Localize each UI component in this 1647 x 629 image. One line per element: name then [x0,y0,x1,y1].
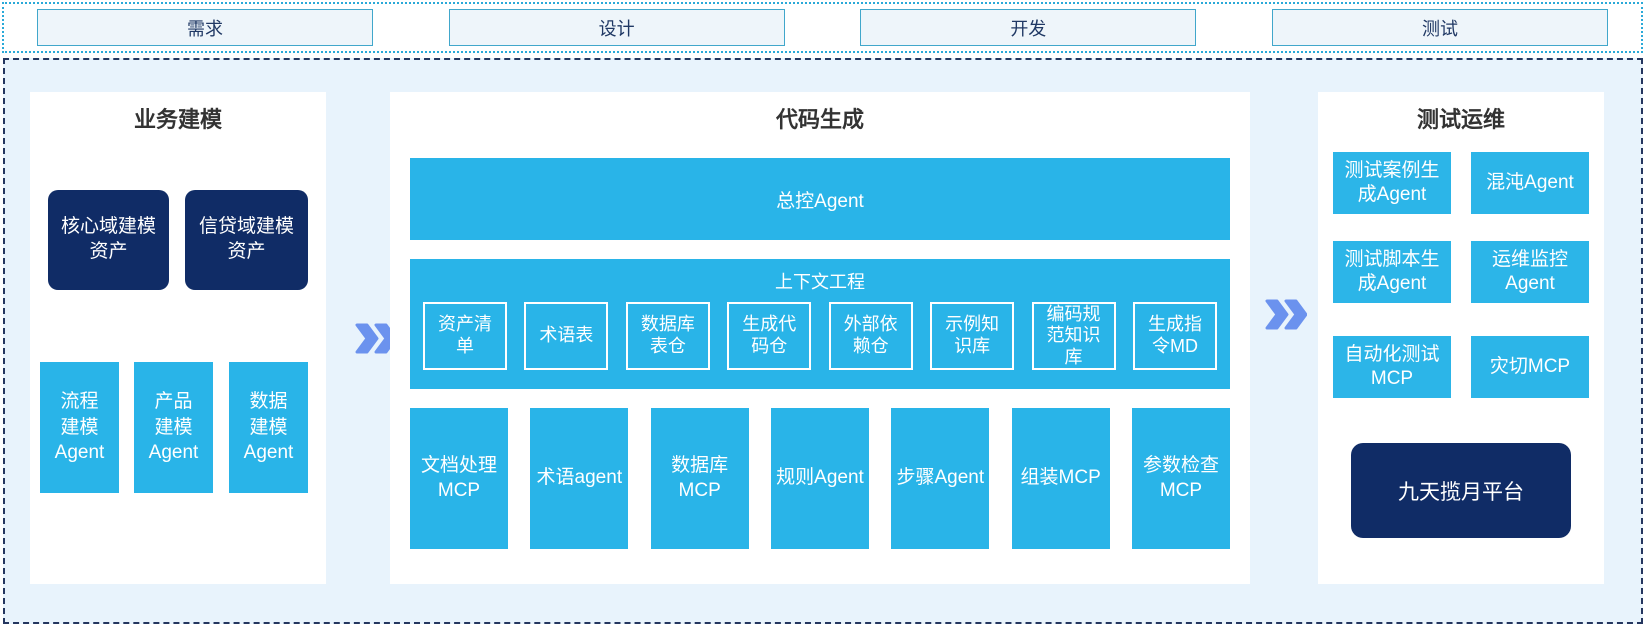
phase-box-design: 设计 [448,9,785,46]
node-asset-inventory: 资产清 单 [423,302,507,370]
node-disaster-switch-mcp: 灾切MCP [1471,336,1589,398]
double-chevron-right-icon [1265,299,1307,330]
panel-title-test-operations: 测试运维 [1416,107,1505,132]
node-master-control-agent: 总控Agent [410,158,1230,240]
panel-code-generation: 代码生成 总控Agent 上下文工程 资产清 单 术语表 数据库 表仓 生成代 … [390,92,1250,584]
node-generated-code-repo: 生成代 码仓 [727,302,812,370]
context-engineering-block: 上下文工程 资产清 单 术语表 数据库 表仓 生成代 码仓 外部依 赖仓 示例知… [410,259,1230,389]
node-data-modeling-agent: 数据 建模 Agent [229,362,308,493]
node-process-modeling-agent: 流程 建模 Agent [40,362,119,493]
node-database-mcp: 数据库 MCP [650,408,749,549]
node-test-script-generation-agent: 测试脚本生 成Agent [1333,241,1451,303]
node-document-processing-mcp: 文档处理 MCP [410,408,508,549]
node-coding-standard-knowledge-base: 编码规 范知识 库 [1031,302,1116,370]
panel-title-business-modeling: 业务建模 [133,107,222,132]
node-parameter-check-mcp: 参数检查 MCP [1131,408,1230,549]
node-database-table-repo: 数据库 表仓 [625,302,710,370]
phase-strip: 需求 设计 开发 测试 [2,2,1643,53]
panel-title-code-generation: 代码生成 [775,107,864,132]
node-product-modeling-agent: 产品 建模 Agent [134,362,213,493]
codegen-tools-row: 文档处理 MCP 术语agent 数据库 MCP 规则Agent 步骤Agent… [410,408,1230,549]
node-external-dependency-repo: 外部依 赖仓 [828,302,913,370]
node-credit-domain-modeling-assets: 信贷域建模 资产 [185,190,308,290]
node-chaos-agent: 混沌Agent [1471,152,1589,214]
node-automated-testing-mcp: 自动化测试 MCP [1333,336,1451,398]
node-jiutian-lanyue-platform: 九天揽月平台 [1351,443,1571,538]
node-assembly-mcp: 组装MCP [1011,408,1110,549]
node-generation-instruction-md: 生成指 令MD [1132,302,1217,370]
node-steps-agent: 步骤Agent [891,408,990,549]
panel-business-modeling: 业务建模 核心域建模 资产 信贷域建模 资产 流程 建模 Agent 产品 建模… [30,92,326,584]
node-glossary-agent: 术语agent [530,408,629,549]
panel-test-operations: 测试运维 测试案例生 成Agent 混沌Agent 测试脚本生 成Agent 运… [1318,92,1604,584]
phase-box-requirements: 需求 [37,9,373,46]
main-container: 业务建模 核心域建模 资产 信贷域建模 资产 流程 建模 Agent 产品 建模… [3,58,1643,624]
context-engineering-row: 资产清 单 术语表 数据库 表仓 生成代 码仓 外部依 赖仓 示例知 识库 编码… [423,302,1217,370]
context-engineering-title: 上下文工程 [775,272,865,292]
phase-box-development: 开发 [860,9,1197,46]
node-core-domain-modeling-assets: 核心域建模 资产 [48,190,169,290]
phase-box-testing: 测试 [1271,9,1608,46]
node-test-case-generation-agent: 测试案例生 成Agent [1333,152,1451,214]
node-rules-agent: 规则Agent [770,408,869,549]
node-glossary: 术语表 [524,302,609,370]
node-example-knowledge-base: 示例知 识库 [930,302,1015,370]
node-ops-monitoring-agent: 运维监控 Agent [1471,241,1589,303]
